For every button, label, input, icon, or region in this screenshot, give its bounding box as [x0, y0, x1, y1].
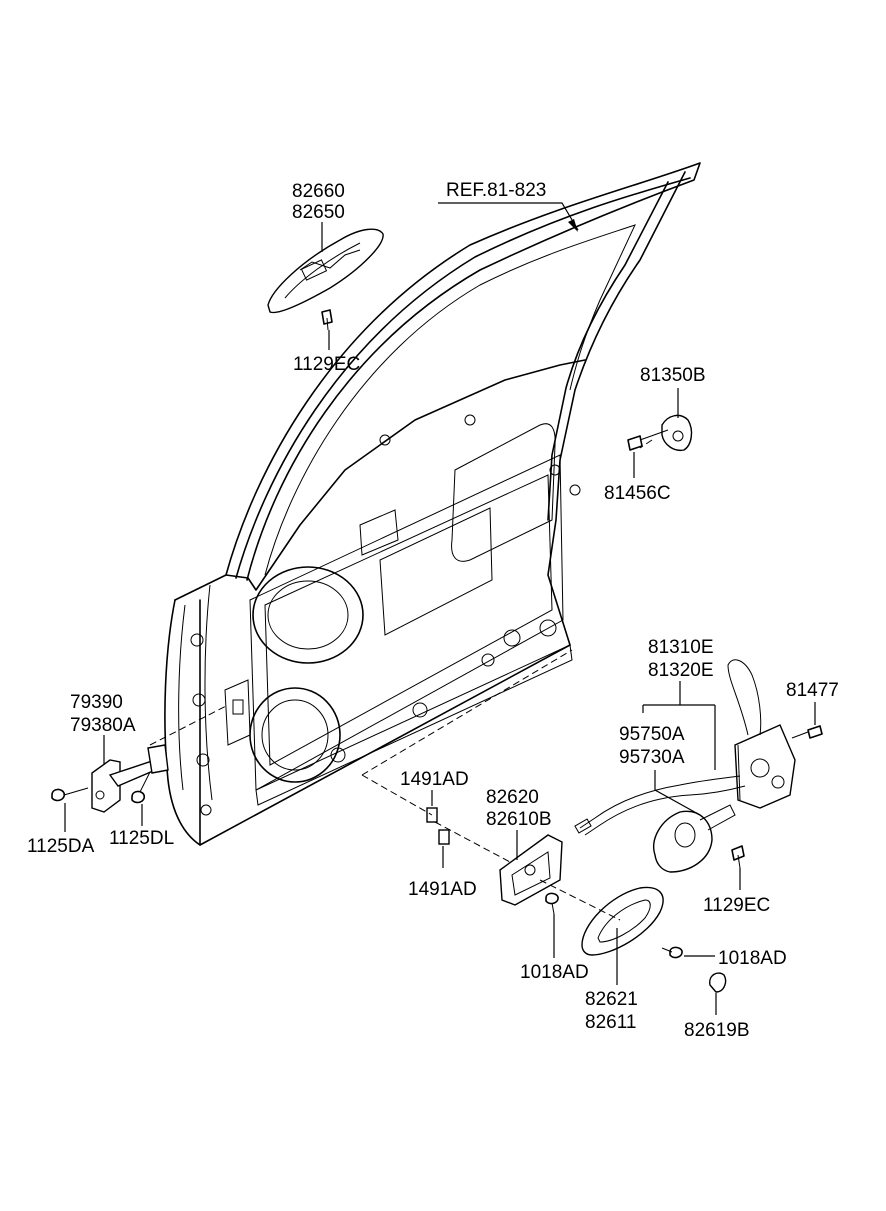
label-ref-81-823: REF.81-823: [446, 180, 546, 201]
label-82619b: 82619B: [684, 1020, 750, 1041]
label-1125da: 1125DA: [27, 836, 95, 857]
part-labels: REF.81-823 82660 82650 1129EC 81350B 814…: [27, 180, 839, 1041]
label-81320e: 81320E: [648, 660, 714, 681]
door-panel: [164, 162, 701, 846]
label-81310e: 81310E: [648, 637, 714, 658]
label-79390: 79390: [70, 692, 123, 713]
assembly-lines: [149, 439, 653, 921]
label-1129ec-top: 1129EC: [293, 354, 360, 375]
label-82620: 82620: [486, 787, 539, 808]
label-82650: 82650: [292, 202, 345, 223]
label-81477: 81477: [786, 680, 839, 701]
label-82621: 82621: [585, 989, 638, 1010]
label-1125dl: 1125DL: [109, 828, 174, 849]
outside-door-handle: [267, 228, 384, 331]
label-95730a: 95730A: [619, 747, 685, 768]
label-95750a: 95750A: [619, 724, 685, 745]
label-1491ad-top: 1491AD: [400, 769, 469, 790]
label-82610b: 82610B: [486, 809, 552, 830]
label-81456c: 81456C: [604, 483, 671, 504]
label-82660: 82660: [292, 181, 345, 202]
label-1491ad-bottom: 1491AD: [408, 879, 477, 900]
door-latch-assembly: [574, 659, 823, 873]
label-1018ad-right: 1018AD: [718, 948, 787, 969]
door-checker: [51, 744, 169, 813]
label-81350b: 81350B: [640, 365, 706, 386]
inside-handle-bezel: [581, 886, 727, 993]
label-1018ad-left: 1018AD: [520, 962, 589, 983]
label-79380a: 79380A: [70, 715, 136, 736]
label-1129ec-right: 1129EC: [703, 895, 770, 916]
label-82611: 82611: [585, 1012, 636, 1033]
leader-lines: [64, 202, 816, 1015]
door-striker: [627, 414, 693, 452]
